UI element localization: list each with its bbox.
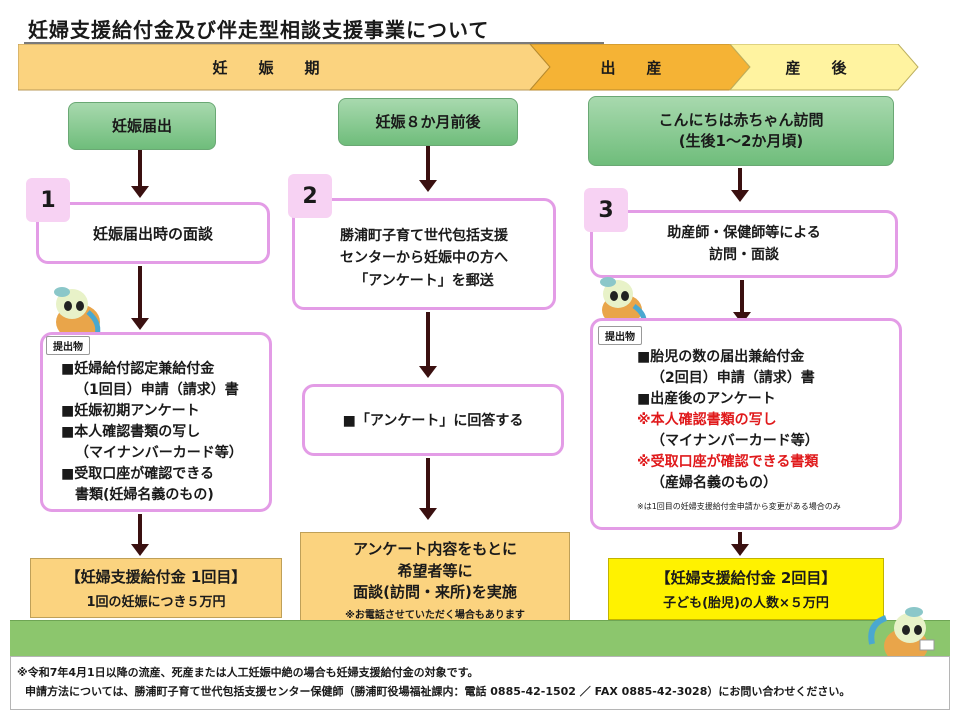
step-3-line: 訪問・面談 bbox=[709, 246, 779, 263]
flow-arrow bbox=[740, 280, 744, 314]
flow-arrow bbox=[426, 146, 430, 182]
step-number-2: 2 bbox=[288, 174, 332, 218]
stage-baby-visit-line: こんにちは赤ちゃん訪問 bbox=[658, 111, 824, 129]
submission-tag-1: 提出物 bbox=[46, 336, 90, 355]
payment-2-title: 【妊婦支援給付金 2回目】 bbox=[655, 569, 837, 587]
list-item: ■出産後のアンケート bbox=[637, 391, 776, 407]
step-3-text: 助産師・保健師等による 訪問・面談 bbox=[593, 223, 895, 266]
flow-arrow-head bbox=[731, 544, 749, 556]
list-item: （マイナンバーカード等） bbox=[651, 433, 819, 449]
flow-arrow bbox=[426, 312, 430, 368]
footer-line-2: 申請方法については、勝浦町子育て世代包括支援センター保健師（勝浦町役場福祉課内：… bbox=[25, 685, 851, 698]
list-item: ■受取口座が確認できる bbox=[61, 466, 214, 482]
step-box-3: 助産師・保健師等による 訪問・面談 bbox=[590, 210, 898, 278]
change-note: ※は1回目の妊婦支援給付金申請から変更がある場合のみ bbox=[637, 502, 841, 511]
step-number-1: 1 bbox=[26, 178, 70, 222]
flow-arrow-head bbox=[131, 544, 149, 556]
submission-tag-3: 提出物 bbox=[598, 326, 642, 345]
list-item: ■妊婦給付認定兼給付金 bbox=[61, 361, 215, 377]
flow-arrow bbox=[426, 458, 430, 510]
interview-note: ※お電話させていただく場合もあります bbox=[345, 610, 525, 622]
step-2-line: 「アンケート」を郵送 bbox=[354, 272, 494, 289]
payment-1-amount: 1回の妊娠につき５万円 bbox=[86, 595, 226, 610]
list-item-changed: ※受取口座が確認できる書類 bbox=[637, 454, 819, 470]
list-item: ■妊娠初期アンケート bbox=[61, 403, 200, 419]
flow-arrow-head bbox=[131, 186, 149, 198]
mascot-illustration bbox=[868, 607, 935, 664]
step-box-2: 勝浦町子育て世代包括支援 センターから妊娠中の方へ 「アンケート」を郵送 bbox=[292, 198, 556, 310]
flow-arrow-head bbox=[419, 508, 437, 520]
flow-arrow bbox=[738, 532, 742, 546]
page-title: 妊婦支援給付金及び伴走型相談支援事業について bbox=[28, 18, 490, 42]
list-item: 書類(妊婦名義のもの) bbox=[75, 487, 214, 503]
flow-arrow-head bbox=[131, 318, 149, 330]
step-number-3: 3 bbox=[584, 188, 628, 232]
phase-label-postpartum: 産 後 bbox=[785, 59, 855, 77]
flow-arrow bbox=[138, 266, 142, 320]
flow-arrow bbox=[138, 514, 142, 546]
step-2-text: 勝浦町子育て世代包括支援 センターから妊娠中の方へ 「アンケート」を郵送 bbox=[295, 225, 553, 292]
phase-arrow-postpartum bbox=[728, 44, 919, 91]
submission-box-1: ■妊婦給付認定兼給付金 （1回目）申請（請求）書 ■妊娠初期アンケート ■本人確… bbox=[40, 332, 272, 512]
stage-baby-visit: こんにちは赤ちゃん訪問 (生後1～2か月頃) bbox=[588, 96, 894, 166]
interview-line: アンケート内容をもとに bbox=[352, 539, 518, 558]
list-item: （産婦名義のもの） bbox=[651, 475, 777, 491]
list-item: （マイナンバーカード等） bbox=[75, 445, 243, 461]
list-item: ■胎児の数の届出兼給付金 bbox=[637, 349, 805, 365]
answer-text: ■「アンケート」に回答する bbox=[342, 413, 524, 429]
footer-notes: ※令和7年4月1日以降の流産、死産または人工妊娠中絶の場合も妊婦支援給付金の対象… bbox=[10, 656, 950, 710]
step-3-line: 助産師・保健師等による bbox=[667, 225, 821, 241]
step-2-line: 勝浦町子育て世代包括支援 bbox=[340, 228, 508, 244]
mascot-illustration bbox=[54, 287, 101, 340]
submission-box-3: ■胎児の数の届出兼給付金 （2回目）申請（請求）書 ■出産後のアンケート ※本人… bbox=[590, 318, 902, 530]
title-underline bbox=[24, 42, 604, 44]
phase-arrows bbox=[18, 44, 919, 91]
footer-line-1: ※令和7年4月1日以降の流産、死産または人工妊娠中絶の場合も妊婦支援給付金の対象… bbox=[17, 666, 479, 679]
flow-arrow-head bbox=[731, 190, 749, 202]
flow-arrow bbox=[138, 150, 142, 188]
answer-box: ■「アンケート」に回答する bbox=[302, 384, 564, 456]
list-item: （2回目）申請（請求）書 bbox=[651, 370, 815, 386]
phase-label-birth: 出 産 bbox=[600, 59, 670, 77]
step-2-line: センターから妊娠中の方へ bbox=[340, 250, 508, 267]
flow-arrow-head bbox=[419, 366, 437, 378]
phase-label-pregnancy: 妊 娠 期 bbox=[212, 59, 328, 77]
payment-1-title: 【妊婦支援給付金 1回目】 bbox=[65, 568, 247, 586]
payment-box-1: 【妊婦支援給付金 1回目】 1回の妊娠につき５万円 bbox=[30, 558, 282, 618]
payment-box-2: 【妊婦支援給付金 2回目】 子ども(胎児)の人数×５万円 bbox=[608, 558, 884, 620]
interview-result-text: アンケート内容をもとに 希望者等に 面談(訪問・来所)を実施 bbox=[353, 539, 517, 604]
step-1-text: 妊娠届出時の面談 bbox=[92, 225, 213, 243]
step-box-1: 妊娠届出時の面談 bbox=[36, 202, 270, 264]
stage-baby-visit-line: (生後1～2か月頃) bbox=[678, 132, 804, 150]
interview-line: 希望者等に bbox=[397, 561, 473, 580]
list-item: （1回目）申請（請求）書 bbox=[75, 382, 239, 398]
interview-line: 面談(訪問・来所)を実施 bbox=[353, 583, 517, 602]
submission-list-3: ■胎児の数の届出兼給付金 （2回目）申請（請求）書 ■出産後のアンケート ※本人… bbox=[637, 347, 819, 494]
interview-result-box: アンケート内容をもとに 希望者等に 面談(訪問・来所)を実施 ※お電話させていた… bbox=[300, 532, 570, 628]
stage-8-months: 妊娠８か月前後 bbox=[338, 98, 518, 146]
flow-arrow bbox=[738, 168, 742, 192]
stage-pregnancy-notification: 妊娠届出 bbox=[68, 102, 216, 150]
flow-arrow-head bbox=[419, 180, 437, 192]
payment-2-amount: 子ども(胎児)の人数×５万円 bbox=[663, 596, 829, 611]
list-item-changed: ※本人確認書類の写し bbox=[637, 412, 777, 428]
submission-list-1: ■妊婦給付認定兼給付金 （1回目）申請（請求）書 ■妊娠初期アンケート ■本人確… bbox=[61, 359, 243, 506]
list-item: ■本人確認書類の写し bbox=[61, 424, 201, 440]
